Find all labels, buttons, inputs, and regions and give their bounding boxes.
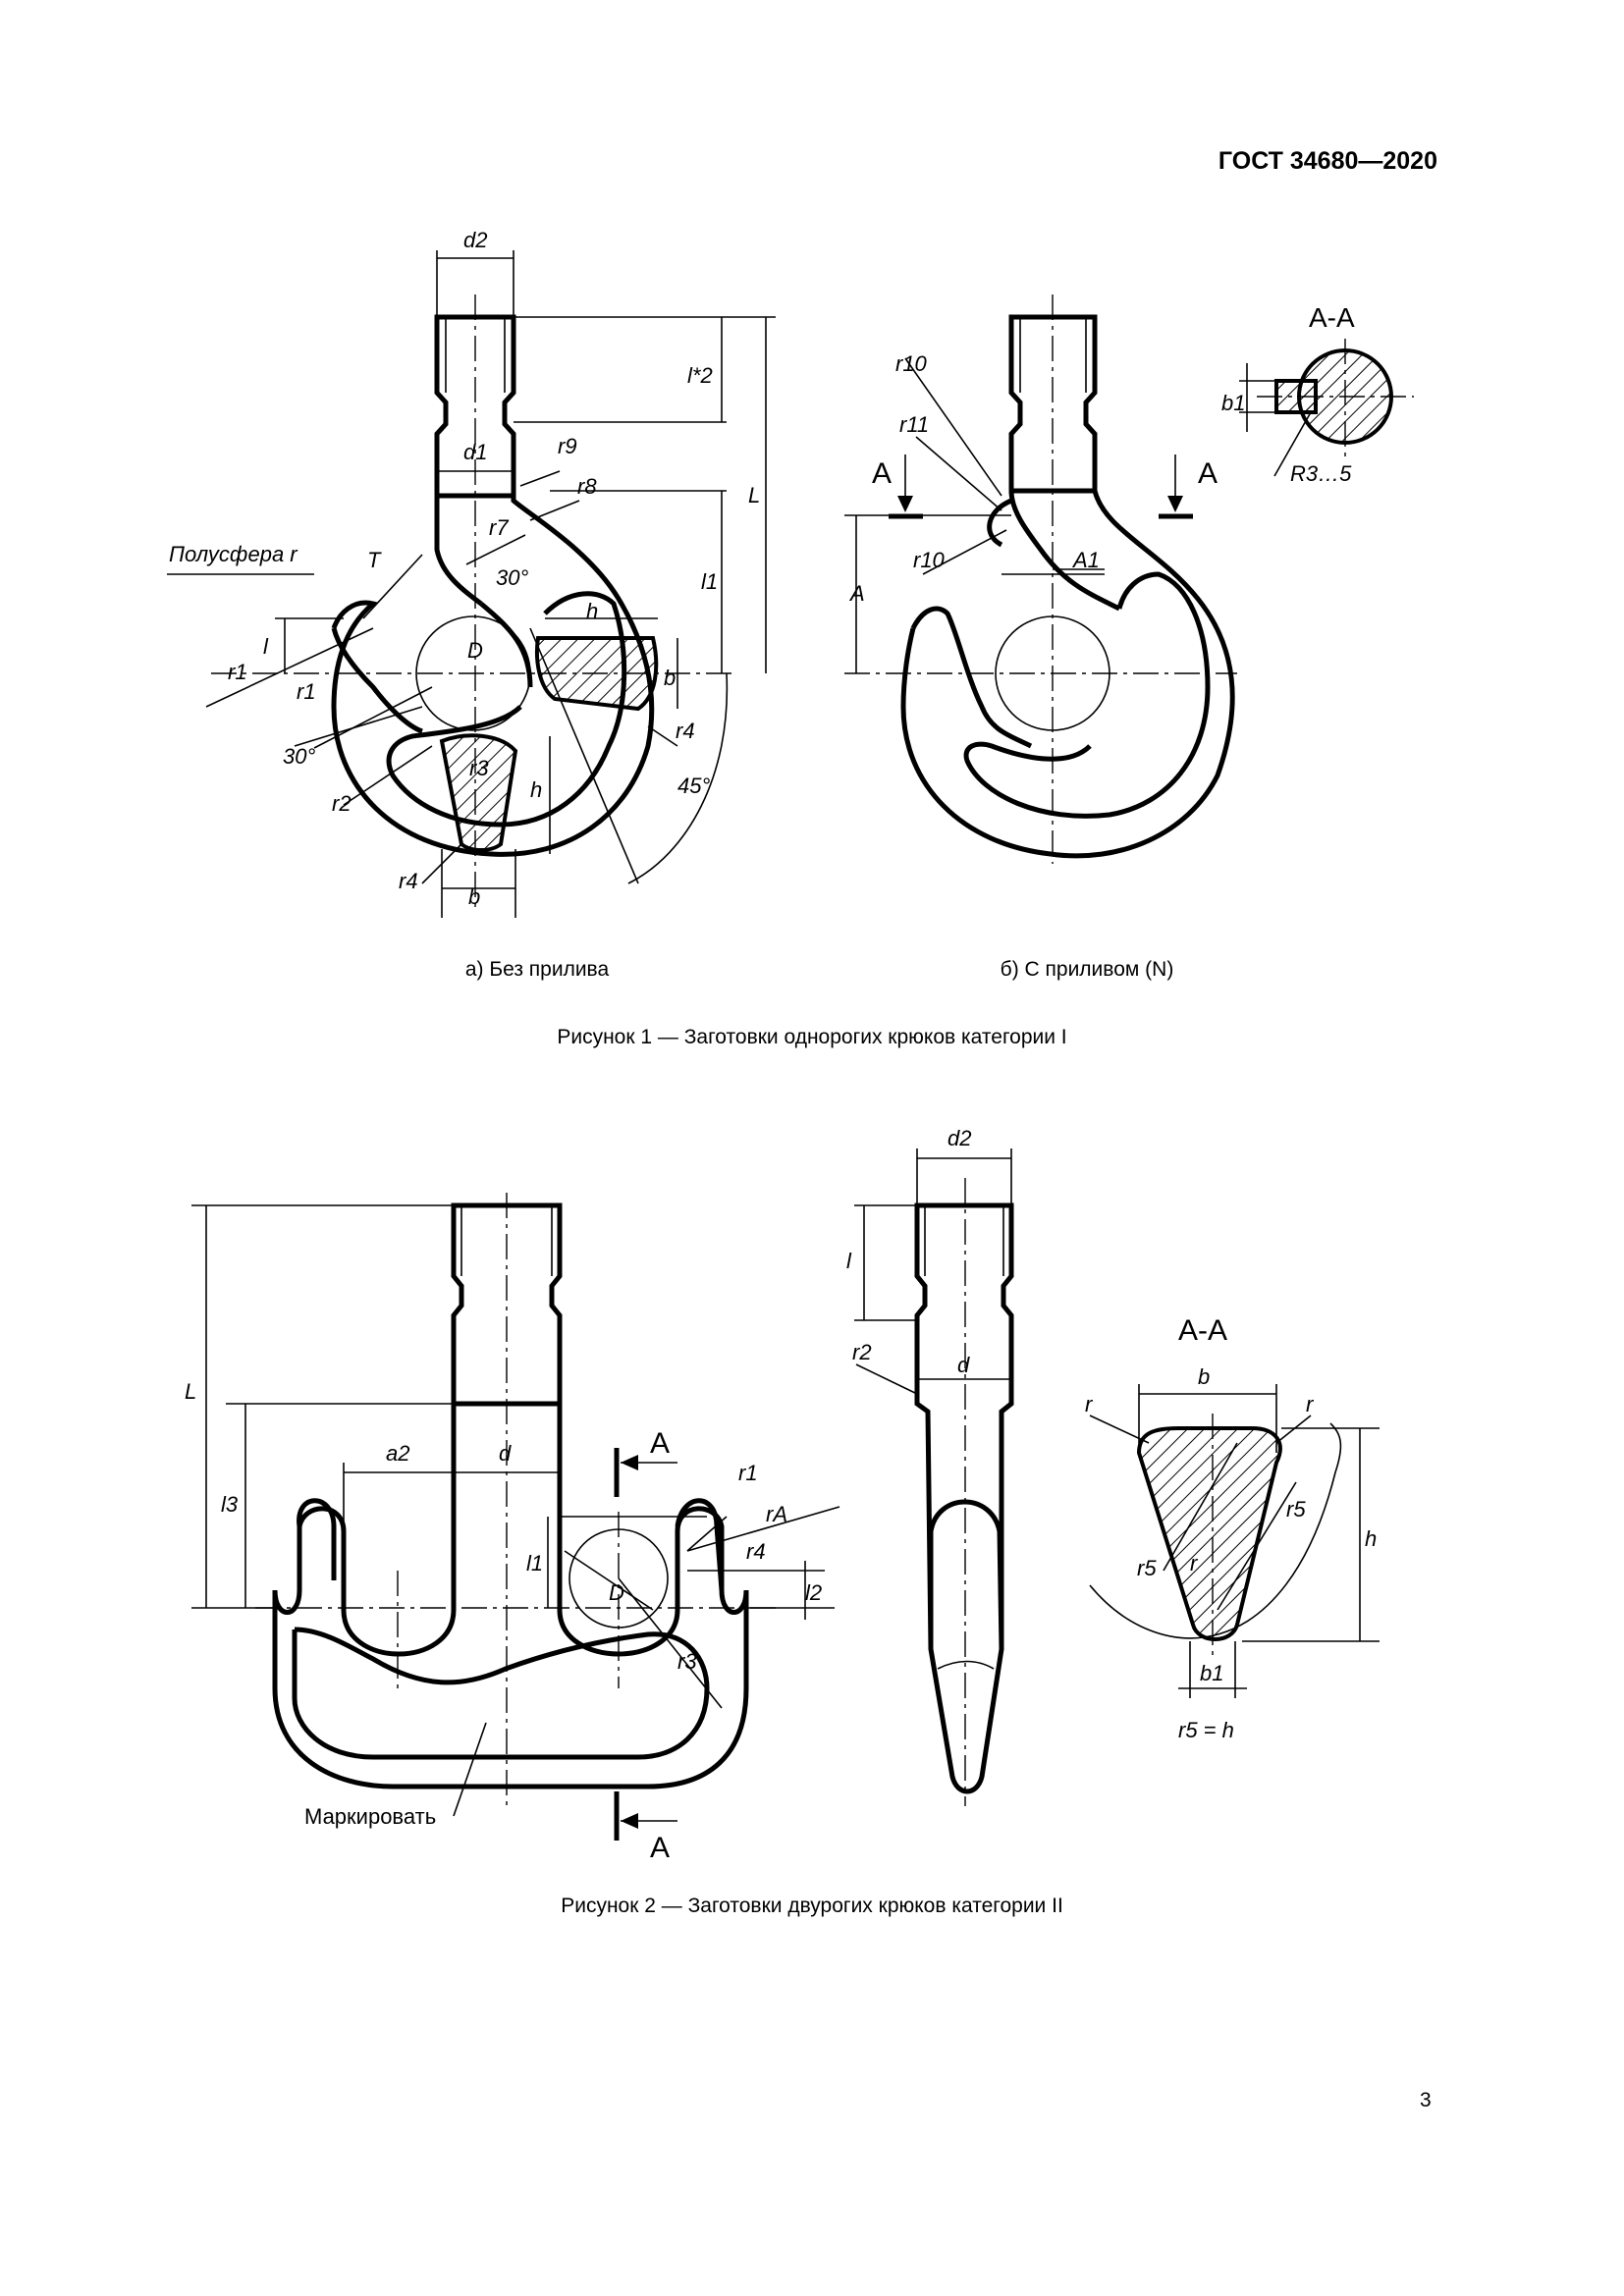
dim-label-A: A: [848, 581, 865, 606]
dim-label-r11: r11: [899, 412, 929, 437]
dim-label-r3: r3: [469, 756, 489, 780]
label-mark: Маркировать: [304, 1804, 436, 1829]
dim-label-l3: l3: [221, 1492, 239, 1517]
dim-label-l2: l2: [805, 1580, 822, 1605]
dim-label-r1-fig2: r1: [738, 1461, 758, 1485]
section-marker-left: A: [872, 457, 892, 490]
section-aa-title-2: А-А: [1178, 1314, 1227, 1347]
dim-label-b1: b1: [1221, 391, 1245, 415]
dim-label-L-fig2: L: [185, 1379, 196, 1404]
dim-label-r10-top: r10: [895, 351, 928, 376]
dim-label-L: L: [748, 483, 760, 507]
dim-label-angle-45: 45°: [677, 774, 710, 798]
dim-label-b1-section: b1: [1200, 1661, 1223, 1685]
dim-label-l1: l1: [701, 569, 718, 594]
dim-label-r-right: r: [1306, 1392, 1315, 1416]
section-aa-title-1: А-А: [1309, 302, 1355, 333]
section-marker-bottom: А: [650, 1832, 670, 1864]
dim-label-h-section: h: [1365, 1526, 1377, 1551]
dim-label-r2: r2: [332, 791, 352, 816]
dim-label-r-left: r: [1085, 1392, 1094, 1416]
hook-drawing-with-boss: [844, 294, 1414, 864]
dim-label-r8: r8: [577, 474, 597, 499]
dim-label-d2-fig2: d2: [947, 1126, 971, 1150]
dim-label-r5-left: r5: [1137, 1556, 1157, 1580]
label-r5-equals-h: r5 = h: [1178, 1718, 1234, 1742]
dim-label-r4-right: r4: [676, 719, 695, 743]
dim-label-d1: d1: [463, 440, 487, 464]
subfigure-b-caption: б) С приливом (N): [1000, 958, 1174, 981]
dim-label-rA: rA: [766, 1502, 787, 1526]
double-hook-side-view: [854, 1148, 1014, 1806]
dim-label-h-top: h: [586, 599, 598, 623]
dim-label-D: D: [467, 638, 483, 663]
document-code: ГОСТ 34680—2020: [1218, 147, 1437, 175]
dim-label-l2-star: l*2: [687, 363, 713, 388]
label-semisphere: Полусфера r: [169, 542, 298, 566]
figure-1-caption: Рисунок 1 — Заготовки однорогих крюков к…: [557, 1026, 1067, 1048]
dim-label-h-bottom: h: [530, 777, 542, 802]
dim-label-b-section: b: [1198, 1364, 1210, 1389]
dim-label-angle-30-top: 30°: [496, 565, 528, 590]
dim-label-r5-right: r5: [1286, 1497, 1306, 1522]
dim-label-r2-fig2: r2: [852, 1340, 872, 1364]
dim-label-b-right: b: [664, 666, 676, 690]
dim-label-D-fig2: D: [609, 1580, 624, 1605]
dim-label-r1-inner: r1: [297, 679, 316, 704]
section-aa-trapezoid: [1089, 1384, 1380, 1698]
dim-label-d-side: d: [957, 1353, 970, 1377]
dim-label-A1: A1: [1071, 548, 1100, 572]
dim-label-R3-5: R3…5: [1290, 461, 1352, 486]
dim-label-r4-fig2: r4: [746, 1539, 766, 1564]
dim-label-angle-30-bottom: 30°: [283, 744, 315, 769]
dim-label-r3-fig2: r3: [677, 1649, 697, 1674]
dim-label-r7: r7: [489, 515, 509, 540]
dim-label-r4-bottom: r4: [399, 869, 418, 893]
section-marker-right: A: [1198, 457, 1218, 490]
dim-label-r-bottom: r: [1190, 1551, 1199, 1575]
dim-label-T: T: [367, 548, 382, 572]
dim-label-r10-bottom: r10: [913, 548, 946, 572]
dim-label-d2: d2: [463, 228, 487, 252]
dim-label-r1-outer: r1: [228, 660, 247, 684]
dim-label-r9: r9: [558, 434, 577, 458]
figure-2-caption: Рисунок 2 — Заготовки двурогих крюков ка…: [561, 1895, 1063, 1917]
dim-label-l-fig2: l: [846, 1249, 852, 1273]
double-hook-drawing: [191, 1193, 840, 1841]
section-marker-top: А: [650, 1427, 670, 1460]
dim-label-l1-fig2: l1: [526, 1551, 543, 1575]
dim-label-b-bottom: b: [468, 884, 480, 909]
dim-label-a2: a2: [386, 1441, 409, 1466]
subfigure-a-caption: а) Без прилива: [464, 958, 610, 981]
dim-label-d: d: [499, 1441, 512, 1466]
page-number: 3: [1420, 2089, 1432, 2111]
dim-label-l: l: [263, 634, 269, 659]
hook-drawing-without-boss: [167, 250, 776, 918]
cross-section-bottom: [439, 733, 518, 852]
